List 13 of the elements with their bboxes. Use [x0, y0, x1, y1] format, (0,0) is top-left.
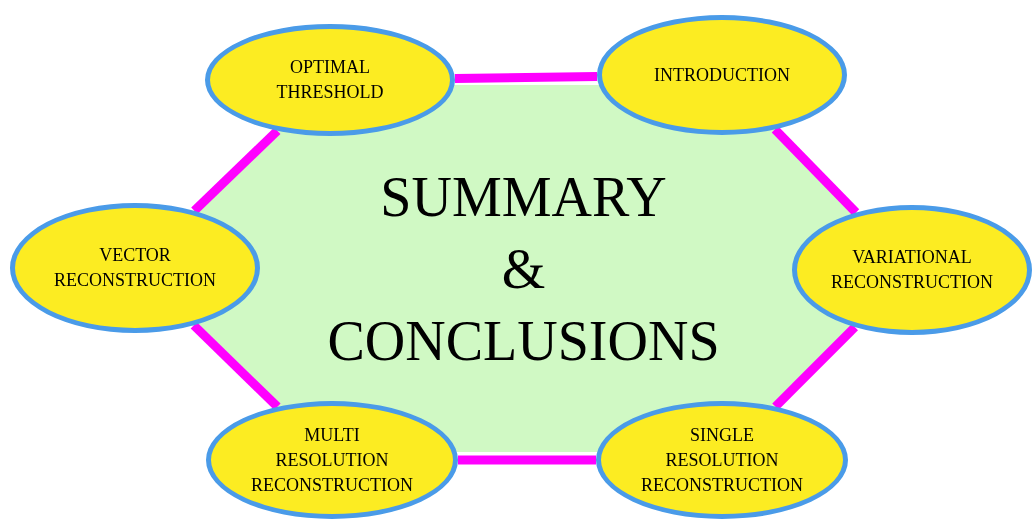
title-text: SUMMARY	[380, 164, 667, 230]
topic-label: OPTIMAL THRESHOLD	[275, 56, 385, 104]
title-text: CONCLUSIONS	[327, 308, 720, 374]
connector-line	[772, 323, 859, 410]
title-text: &	[501, 236, 546, 302]
topic-label: VECTOR RECONSTRUCTION	[53, 244, 217, 292]
topic-label: MULTI RESOLUTION RECONSTRUCTION	[250, 423, 414, 497]
topic-label: INTRODUCTION	[654, 63, 790, 87]
topic-label: VARIATIONAL RECONSTRUCTION	[830, 246, 994, 294]
topic-label: SINGLE RESOLUTION RECONSTRUCTION	[640, 423, 804, 497]
connector-line	[454, 72, 598, 83]
connector-line	[458, 455, 596, 465]
connector-line	[191, 127, 281, 215]
